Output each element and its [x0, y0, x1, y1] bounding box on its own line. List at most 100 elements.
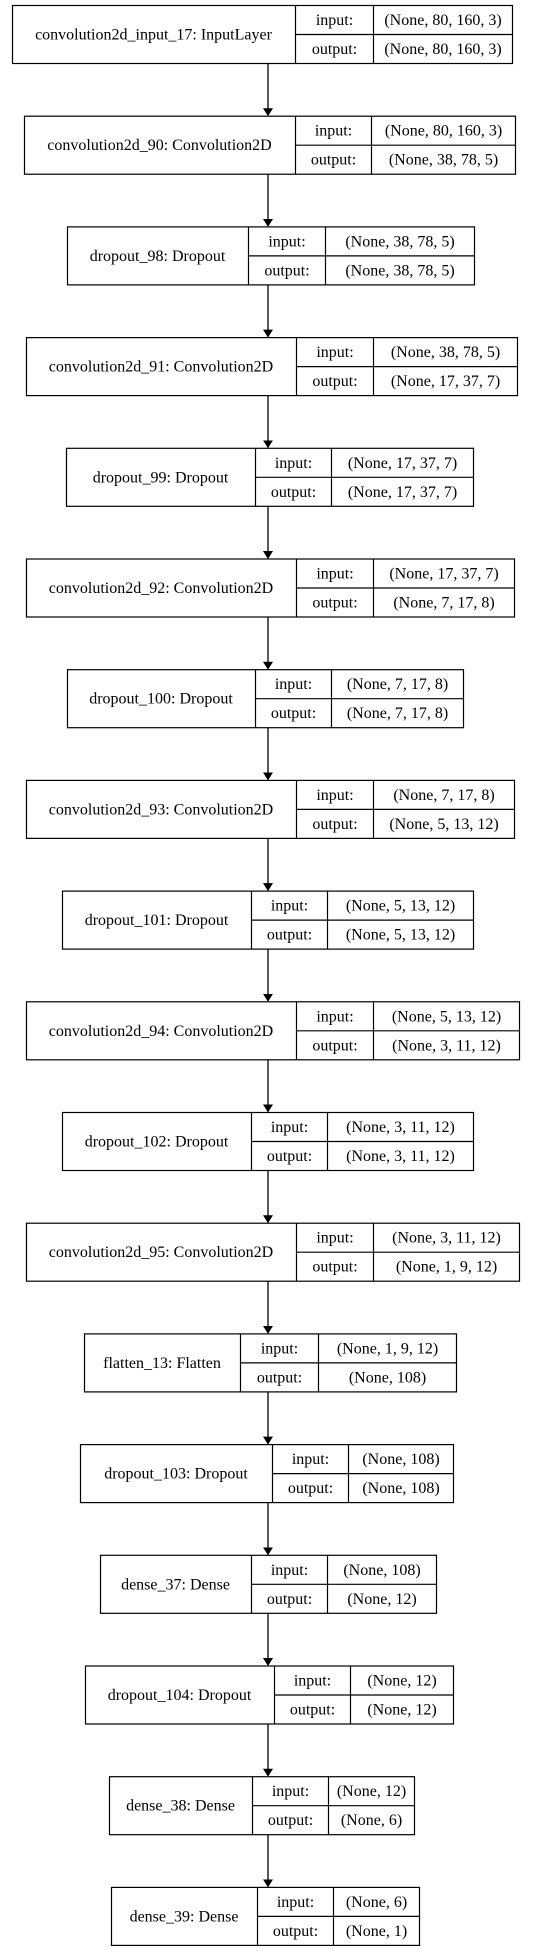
input-shape: (None, 108)	[343, 1562, 420, 1579]
output-label: output:	[312, 1259, 357, 1276]
output-label: output:	[271, 484, 316, 501]
output-shape: (None, 17, 37, 7)	[391, 373, 500, 390]
output-shape: (None, 12)	[367, 1702, 436, 1719]
input-label: input:	[316, 344, 353, 361]
layer-name: convolution2d_93: Convolution2D	[49, 801, 273, 818]
input-shape: (None, 12)	[367, 1673, 436, 1690]
output-label: output:	[267, 1148, 312, 1165]
output-label: output:	[257, 1369, 302, 1386]
layer-name: dense_39: Dense	[130, 1908, 239, 1925]
input-shape: (None, 80, 160, 3)	[384, 12, 501, 29]
output-label: output:	[271, 705, 316, 722]
layer-node: dropout_99: Dropout input: output: (None, 1…	[65, 447, 475, 507]
output-label: output:	[264, 262, 309, 279]
layer-name: convolution2d_91: Convolution2D	[49, 359, 273, 376]
input-shape: (None, 1, 9, 12)	[337, 1340, 438, 1357]
output-label: output:	[268, 1812, 313, 1829]
output-shape: (None, 7, 17, 8)	[393, 595, 494, 612]
output-label: output:	[312, 41, 357, 58]
output-label: output:	[273, 1923, 318, 1940]
input-label: input:	[316, 566, 353, 583]
output-label: output:	[312, 595, 357, 612]
input-shape: (None, 38, 78, 5)	[391, 344, 500, 361]
input-label: input:	[315, 123, 352, 140]
layer-node: dense_37: Dense input: output: (None, 108) (…	[99, 1554, 438, 1614]
layer-name: dropout_101: Dropout	[85, 912, 229, 929]
layer-name: dropout_103: Dropout	[104, 1466, 248, 1483]
input-label: input:	[316, 1230, 353, 1247]
input-shape: (None, 12)	[337, 1783, 406, 1800]
layer-name: convolution2d_92: Convolution2D	[49, 580, 273, 597]
input-shape: (None, 7, 17, 8)	[393, 787, 494, 804]
layer-name: flatten_13: Flatten	[103, 1355, 221, 1372]
input-label: input:	[294, 1673, 331, 1690]
input-shape: (None, 108)	[362, 1451, 439, 1468]
output-shape: (None, 6)	[341, 1812, 402, 1829]
input-label: input:	[275, 455, 312, 472]
input-shape: (None, 17, 37, 7)	[348, 455, 457, 472]
input-label: input:	[271, 1119, 308, 1136]
layer-node: convolution2d_92: Convolution2D input: out…	[25, 558, 516, 618]
layer-node: dropout_100: Dropout input: output: (None, …	[66, 669, 465, 729]
input-shape: (None, 3, 11, 12)	[392, 1230, 501, 1247]
output-label: output:	[312, 373, 357, 390]
input-shape: (None, 38, 78, 5)	[345, 233, 454, 250]
output-shape: (None, 1, 9, 12)	[396, 1259, 497, 1276]
output-shape: (None, 80, 160, 3)	[384, 41, 501, 58]
input-label: input:	[271, 1562, 308, 1579]
output-shape: (None, 3, 11, 12)	[392, 1037, 501, 1054]
output-shape: (None, 38, 78, 5)	[345, 262, 454, 279]
layer-node: convolution2d_91: Convolution2D input: out…	[25, 337, 519, 397]
layer-name: dropout_98: Dropout	[90, 248, 226, 265]
layer-name: dropout_104: Dropout	[108, 1687, 252, 1704]
output-label: output:	[311, 152, 356, 169]
input-label: input:	[316, 1008, 353, 1025]
output-label: output:	[267, 1591, 312, 1608]
input-label: input:	[275, 676, 312, 693]
input-label: input:	[261, 1340, 298, 1357]
output-label: output:	[290, 1702, 335, 1719]
input-label: input:	[316, 787, 353, 804]
output-shape: (None, 38, 78, 5)	[389, 152, 498, 169]
output-shape: (None, 1)	[346, 1923, 407, 1940]
output-shape: (None, 7, 17, 8)	[347, 705, 448, 722]
layer-node: convolution2d_95: Convolution2D input: out…	[25, 1222, 521, 1282]
layer-node: convolution2d_94: Convolution2D input: out…	[25, 1001, 521, 1061]
layer-node: dense_38: Dense input: output: (None, 12) (N…	[108, 1776, 416, 1836]
layer-name: dense_37: Dense	[121, 1576, 230, 1593]
output-label: output:	[312, 1037, 357, 1054]
input-shape: (None, 80, 160, 3)	[385, 123, 502, 140]
layer-node: flatten_13: Flatten input: output: (None, 1…	[83, 1333, 458, 1393]
layer-node: dense_39: Dense input: output: (None, 6) (No…	[110, 1886, 421, 1947]
input-label: input:	[277, 1894, 314, 1911]
input-label: input:	[271, 898, 308, 915]
output-shape: (None, 5, 13, 12)	[346, 927, 455, 944]
input-shape: (None, 17, 37, 7)	[389, 566, 498, 583]
layer-name: convolution2d_95: Convolution2D	[49, 1244, 273, 1261]
layer-node: convolution2d_93: Convolution2Dinput:out…	[25, 779, 516, 840]
output-label: output:	[267, 927, 312, 944]
output-shape: (None, 17, 37, 7)	[348, 484, 457, 501]
layer-name: dropout_99: Dropout	[93, 469, 229, 486]
input-shape: (None, 5, 13, 12)	[392, 1008, 501, 1025]
layer-node: convolution2d_input_17: InputLayerinput:…	[11, 4, 514, 65]
layer-name: convolution2d_94: Convolution2D	[49, 1023, 273, 1040]
input-shape: (None, 3, 11, 12)	[346, 1119, 455, 1136]
input-label: input:	[316, 12, 353, 29]
layer-node: dropout_103: Dropoutinput:output:(None, …	[79, 1443, 455, 1504]
output-label: output:	[288, 1480, 333, 1497]
layer-name: dropout_100: Dropout	[89, 691, 233, 708]
input-label: input:	[272, 1783, 309, 1800]
layer-node: dropout_104: Dropout input: output: (None, …	[84, 1665, 455, 1725]
output-shape: (None, 12)	[347, 1591, 416, 1608]
layer-node: convolution2d_90: Convolution2Dinput:out…	[23, 115, 517, 175]
output-shape: (None, 5, 13, 12)	[389, 816, 498, 833]
output-shape: (None, 108)	[349, 1369, 426, 1386]
layer-name: dense_38: Dense	[126, 1798, 235, 1815]
layer-node: dropout_102: Dropout input: output: (None, …	[61, 1111, 475, 1172]
layer-name: dropout_102: Dropout	[85, 1134, 229, 1151]
output-shape: (None, 108)	[362, 1480, 439, 1497]
input-shape: (None, 6)	[346, 1894, 407, 1911]
